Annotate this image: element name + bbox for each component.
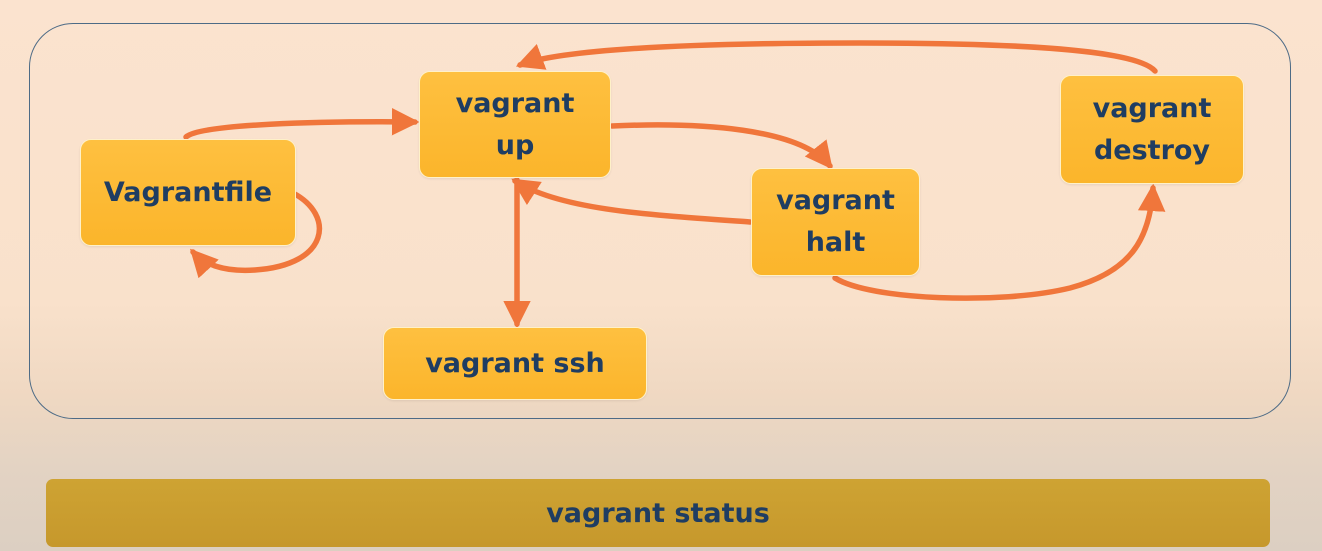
status-bar: vagrant status: [46, 479, 1270, 547]
node-vagrantfile: Vagrantfile: [80, 139, 296, 246]
node-vagrant-up: vagrant up: [419, 71, 611, 178]
node-vagrant-halt: vagrant halt: [751, 168, 920, 276]
node-vagrant-ssh: vagrant ssh: [383, 327, 647, 400]
diagram-panel: [29, 23, 1291, 419]
node-vagrant-destroy: vagrant destroy: [1060, 75, 1244, 184]
